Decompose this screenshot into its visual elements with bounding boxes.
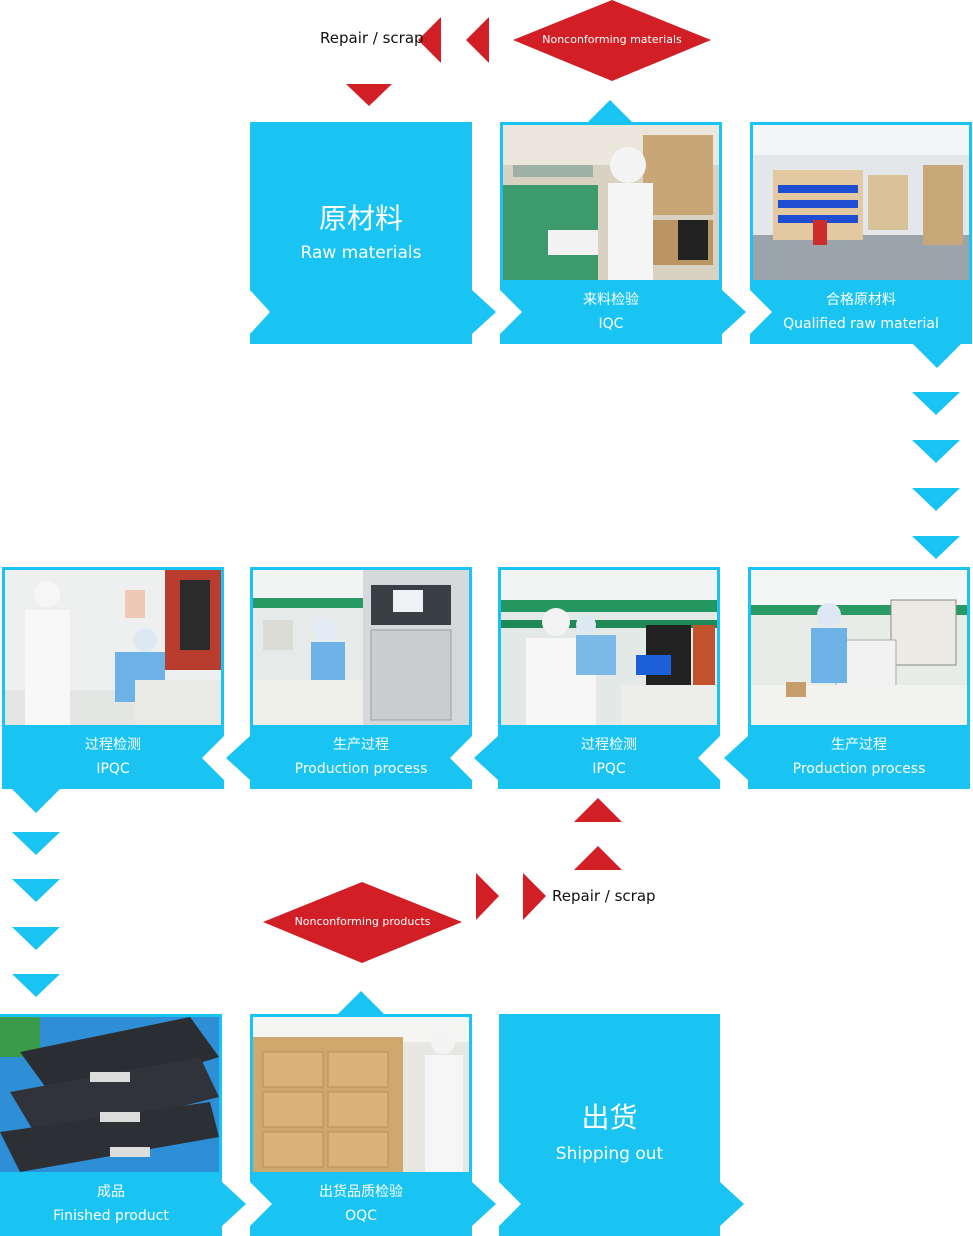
ipqc-left-photo [5,570,221,725]
arrow-tip-icon [722,290,746,334]
ipqc-left-cn: 过程检测 [85,737,141,753]
production-right-en: Production process [792,761,926,777]
ipqc-mid-en: IPQC [592,761,626,777]
arrow-tip-down-icon [12,789,60,813]
finished-cn: 成品 [97,1184,125,1200]
ipqc-left-caption: 过程检测 IPQC [2,727,224,789]
step-raw-materials: 原材料 Raw materials [250,122,472,344]
blue-arrow-down [912,392,960,415]
arrow-tip-left-icon [474,736,498,780]
red-arrow-left-1 [418,17,441,63]
chevron-notch-icon [250,290,270,334]
production-mid-en: Production process [294,761,428,777]
iqc-cn: 来料检验 [583,292,639,308]
finished-en: Finished product [53,1208,169,1224]
red-arrow-left-2 [466,17,489,63]
qualified-en: Qualified raw material [783,316,939,332]
red-arrow-up-1 [574,798,622,822]
qualified-caption: 合格原材料 Qualified raw material [750,282,972,344]
chevron-notch-icon [500,290,522,334]
nonconforming-materials-label: Nonconforming materials [542,33,682,46]
ipqc-left-en: IPQC [96,761,130,777]
red-arrow-up-2 [574,846,622,870]
iqc-caption: 来料检验 IQC [500,282,722,344]
blue-arrow-down [912,536,960,559]
upward-connector-icon [586,100,634,124]
qualified-cn: 合格原材料 [826,292,896,308]
ipqc-mid-cn: 过程检测 [581,737,637,753]
oqc-caption: 出货品质检验 OQC [250,1174,472,1236]
blue-arrow-down [912,488,960,511]
red-arrow-right-2 [523,873,546,920]
arrow-tip-icon [720,1182,744,1226]
step-shipping-out: 出货 Shipping out [499,1014,720,1236]
blue-arrow-down [912,440,960,463]
chevron-notch-icon [250,1182,272,1226]
raw-materials-en: Raw materials [300,243,422,263]
nonconforming-products-diamond: Nonconforming products [263,882,462,963]
repair-scrap-label-bottom: Repair / scrap [552,887,656,905]
chevron-notch-icon [698,736,720,780]
production-right-cn: 生产过程 [831,737,887,753]
red-arrow-right-1 [476,873,499,920]
step-oqc: 出货品质检验 OQC [250,1014,472,1236]
arrow-tip-icon [472,290,496,334]
iqc-en: IQC [598,316,624,332]
step-finished-product: 成品 Finished product [0,1014,222,1236]
blue-arrow-down [12,927,60,950]
chevron-notch-icon [499,1182,521,1226]
arrow-tip-down-icon [913,344,961,368]
production-mid-photo [253,570,469,725]
step-production-process-right: 生产过程 Production process [748,567,970,789]
chevron-notch-icon [202,736,224,780]
arrow-tip-icon [222,1182,246,1226]
finished-photo [0,1017,219,1172]
finished-caption: 成品 Finished product [0,1174,222,1236]
upward-connector-icon [337,991,385,1015]
arrow-tip-left-icon [724,736,748,780]
iqc-photo [503,125,719,280]
chevron-notch-icon [450,736,472,780]
chevron-notch-icon [750,290,772,334]
step-ipqc-mid: 过程检测 IPQC [498,567,720,789]
blue-arrow-down [12,832,60,855]
ipqc-mid-photo [501,570,717,725]
oqc-en: OQC [345,1208,377,1224]
shipping-en: Shipping out [555,1144,664,1164]
production-right-photo [751,570,967,725]
nonconforming-products-label: Nonconforming products [294,915,431,928]
repair-scrap-label-top: Repair / scrap [320,29,424,47]
ipqc-mid-caption: 过程检测 IPQC [498,727,720,789]
oqc-cn: 出货品质检验 [319,1184,403,1200]
production-right-caption: 生产过程 Production process [748,727,970,789]
red-arrow-down [346,84,392,106]
raw-materials-cn: 原材料 [318,202,403,235]
arrow-tip-left-icon [226,736,250,780]
step-iqc: 来料检验 IQC [500,122,722,344]
production-mid-caption: 生产过程 Production process [250,727,472,789]
nonconforming-materials-diamond: Nonconforming materials [513,0,711,81]
blue-arrow-down [12,974,60,997]
production-mid-cn: 生产过程 [333,737,389,753]
qualified-photo [753,125,969,280]
shipping-cn: 出货 [581,1101,638,1134]
blue-arrow-down [12,879,60,902]
step-production-process-mid: 生产过程 Production process [250,567,472,789]
oqc-photo [253,1017,469,1172]
arrow-tip-icon [472,1182,496,1226]
step-ipqc-left: 过程检测 IPQC [2,567,224,789]
step-qualified-raw-material: 合格原材料 Qualified raw material [750,122,972,344]
